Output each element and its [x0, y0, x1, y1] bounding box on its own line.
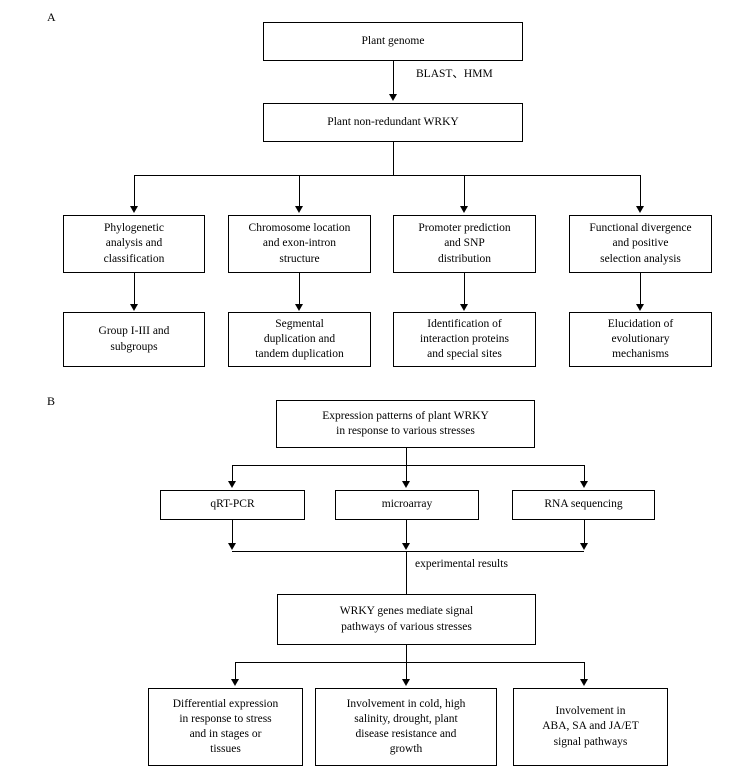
panel-label-a: A: [47, 10, 56, 24]
arrowhead-microarray-merge: [402, 543, 410, 550]
node-functional-divergence: Functional divergence and positive selec…: [569, 215, 712, 273]
connector-bus-drop-aba: [584, 662, 585, 680]
arrowhead-genome-to-nonredundant: [389, 94, 397, 101]
connector-methods-merge-bus: [232, 551, 584, 552]
edge-label-blast-hmm: BLAST、HMM: [414, 68, 495, 81]
node-chromosome-location: Chromosome location and exon-intron stru…: [228, 215, 371, 273]
node-identification-interaction-proteins: Identification of interaction proteins a…: [393, 312, 536, 367]
connector-expression-stem: [406, 448, 407, 465]
node-involvement-cold-salinity-drought: Involvement in cold, high salinity, drou…: [315, 688, 497, 766]
node-group-subgroups: Group I-III and subgroups: [63, 312, 205, 367]
arrowhead-qrtpcr-merge: [228, 543, 236, 550]
arrowhead-to-identification: [460, 304, 468, 311]
arrowhead-to-rna-sequencing: [580, 481, 588, 488]
connector-expression-bus: [232, 465, 584, 466]
node-plant-genome: Plant genome: [263, 22, 523, 61]
connector-mediate-bus: [235, 662, 585, 663]
node-involvement-aba-sa-ja-et: Involvement in ABA, SA and JA/ET signal …: [513, 688, 668, 766]
connector-bus-drop-2: [299, 175, 300, 207]
connector-bus-drop-3: [464, 175, 465, 207]
connector-merge-to-mediate: [406, 551, 407, 594]
connector-phylogenetic-to-group: [134, 273, 135, 305]
node-rna-sequencing: RNA sequencing: [512, 490, 655, 520]
connector-rnaseq-down: [584, 520, 585, 543]
arrowhead-to-segmental: [295, 304, 303, 311]
arrowhead-to-microarray: [402, 481, 410, 488]
connector-microarray-down: [406, 520, 407, 543]
connector-mediate-stem: [406, 645, 407, 662]
arrowhead-to-cold-salinity: [402, 679, 410, 686]
node-elucidation-evolutionary-mechanisms: Elucidation of evolutionary mechanisms: [569, 312, 712, 367]
arrowhead-to-differential-expression: [231, 679, 239, 686]
connector-bus-drop-differential: [235, 662, 236, 680]
node-qrt-pcr: qRT-PCR: [160, 490, 305, 520]
connector-bus-drop-coldsalinity: [406, 662, 407, 680]
connector-promoter-to-identification: [464, 273, 465, 305]
connector-nonredundant-bus: [134, 175, 641, 176]
connector-bus-drop-qrtpcr: [232, 465, 233, 482]
connector-bus-drop-rnaseq: [584, 465, 585, 482]
arrowhead-to-promoter: [460, 206, 468, 213]
node-plant-non-redundant-wrky: Plant non-redundant WRKY: [263, 103, 523, 142]
arrowhead-to-elucidation: [636, 304, 644, 311]
node-phylogenetic-analysis: Phylogenetic analysis and classification: [63, 215, 205, 273]
connector-functional-to-elucidation: [640, 273, 641, 305]
connector-bus-drop-1: [134, 175, 135, 207]
connector-nonredundant-stem: [393, 142, 394, 175]
arrowhead-rnaseq-merge: [580, 543, 588, 550]
connector-bus-drop-microarray: [406, 465, 407, 482]
connector-chromosome-to-segmental: [299, 273, 300, 305]
node-microarray: microarray: [335, 490, 479, 520]
node-segmental-duplication: Segmental duplication and tandem duplica…: [228, 312, 371, 367]
panel-label-b: B: [47, 394, 56, 408]
arrowhead-to-phylogenetic: [130, 206, 138, 213]
node-differential-expression: Differential expression in response to s…: [148, 688, 303, 766]
arrowhead-to-aba-sa-ja-et: [580, 679, 588, 686]
arrowhead-to-qrt-pcr: [228, 481, 236, 488]
node-promoter-prediction: Promoter prediction and SNP distribution: [393, 215, 536, 273]
connector-genome-to-nonredundant: [393, 61, 394, 94]
arrowhead-to-chromosome: [295, 206, 303, 213]
edge-label-experimental-results: experimental results: [413, 558, 510, 571]
node-wrky-genes-mediate-signal-pathways: WRKY genes mediate signal pathways of va…: [277, 594, 536, 645]
arrowhead-to-functional: [636, 206, 644, 213]
arrowhead-to-group: [130, 304, 138, 311]
connector-qrtpcr-down: [232, 520, 233, 543]
node-expression-patterns: Expression patterns of plant WRKY in res…: [276, 400, 535, 448]
connector-bus-drop-4: [640, 175, 641, 207]
